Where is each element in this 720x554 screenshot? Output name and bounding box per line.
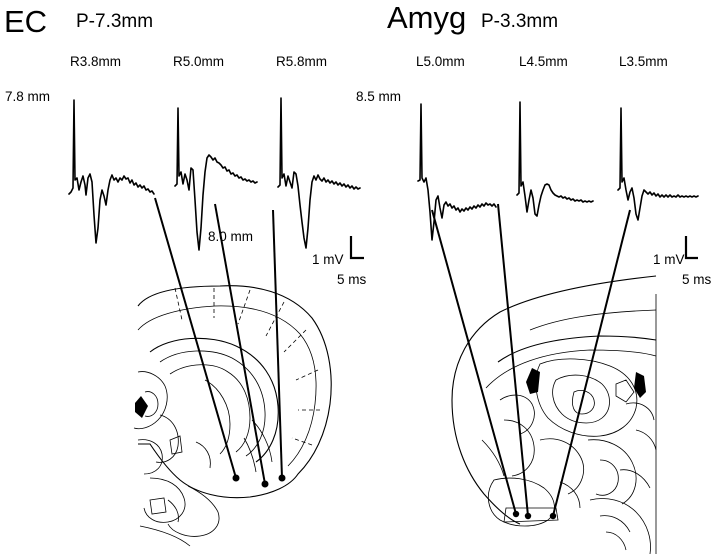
- ec-region-title: EC: [4, 4, 48, 39]
- amyg-lateral-label-1: L5.0mm: [416, 54, 465, 69]
- ec-scale-voltage-label: 1 mV: [312, 252, 344, 267]
- ec-lateral-label-2: R5.0mm: [173, 54, 225, 69]
- amyg-scale-time-label: 5 ms: [682, 272, 712, 287]
- amyg-waveform-traces: [417, 101, 699, 260]
- ec-trace-r5-8: [277, 97, 361, 249]
- ec-scale-time-label: 5 ms: [337, 272, 367, 287]
- ec-ap-coordinate: P-7.3mm: [76, 11, 154, 32]
- amyg-lateral-label-2: L4.5mm: [519, 54, 568, 69]
- amyg-region-title: Amyg: [387, 0, 467, 35]
- amyg-brain-section: [451, 275, 657, 554]
- amyg-scale-voltage-label: 1 mV: [653, 252, 685, 267]
- ec-depth-top-label: 7.8 mm: [5, 89, 51, 104]
- amyg-trace-l5-0: [417, 103, 497, 241]
- amyg-ap-coordinate: P-3.3mm: [481, 11, 559, 32]
- amyg-trace-l4-5: [516, 101, 594, 217]
- amyg-lateral-label-3: L3.5mm: [619, 54, 668, 69]
- amyg-trace-l3-5: [617, 107, 699, 221]
- ec-lateral-label-3: R5.8mm: [276, 54, 328, 69]
- ec-trace-r3-8: [68, 99, 155, 244]
- amyg-depth-top-label: 8.5 mm: [356, 89, 402, 104]
- ec-waveform-traces: [68, 97, 364, 260]
- electrode-lead-lines: [154, 197, 631, 517]
- ec-brain-section: [133, 285, 332, 547]
- ec-lateral-label-1: R3.8mm: [70, 54, 122, 69]
- ec-trace-r5-0: [174, 107, 258, 251]
